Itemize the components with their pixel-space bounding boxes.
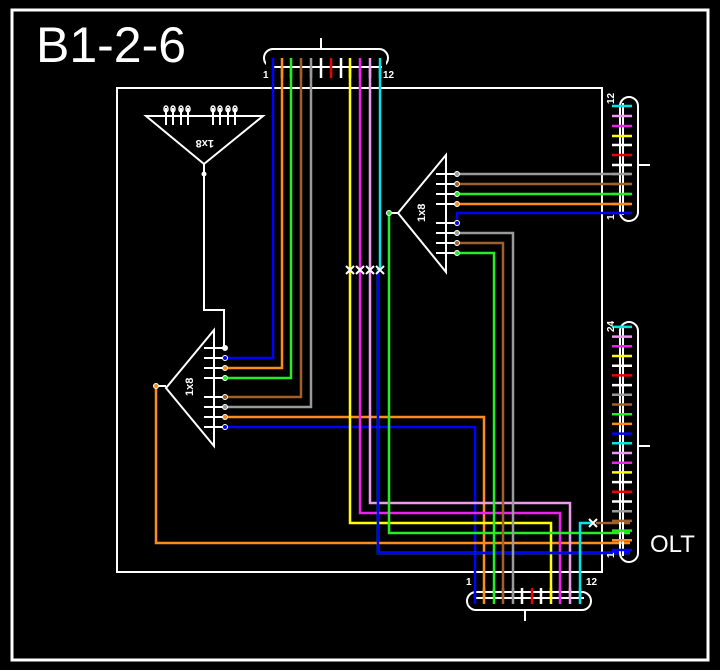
splitter-port (222, 414, 228, 420)
splitter-port (178, 105, 184, 113)
fiber-rs-5 (455, 211, 630, 223)
cut-marks (345, 265, 598, 528)
fiber-ls-8 (226, 425, 477, 598)
cable-label-last: 24 (606, 320, 617, 332)
splitter-port (225, 105, 231, 113)
splitter-port (222, 365, 228, 371)
fiber-top-3 (226, 62, 293, 380)
cable-label-last: 12 (383, 70, 395, 81)
fiber-bot-12 (578, 521, 592, 598)
fiber-top-11 (368, 62, 572, 598)
splitter-port (454, 220, 460, 226)
fiber-top-1 (226, 62, 275, 360)
splitter-label: 1x8 (416, 204, 428, 222)
splitter-body (396, 152, 447, 275)
cable-housing (619, 321, 639, 563)
olt-cable: 1 24 (606, 320, 650, 563)
cable-label-last: 12 (606, 92, 617, 104)
splitter-label: 1x8 (184, 378, 196, 396)
splitter-port (185, 105, 191, 113)
splitter-left: 1x8 (153, 327, 228, 449)
cables: 1 12 1 12 1 12 1 24 (263, 38, 650, 621)
fiber-ls-input (154, 386, 630, 545)
cable-label-first: 1 (606, 214, 617, 220)
cable-label-first: 1 (263, 70, 269, 81)
splitter-port (454, 191, 460, 197)
cut-mark-top-4 (375, 265, 385, 275)
splitter-port (386, 210, 392, 216)
fiber-top-2 (226, 62, 284, 370)
cut-mark-top-1 (345, 265, 355, 275)
fiber-top-9 (348, 62, 553, 598)
outer-frame (10, 8, 710, 662)
diagram-title: B1-2-6 (36, 17, 187, 73)
fiber-ls-7 (226, 415, 486, 598)
splitter-body (143, 115, 266, 166)
splitter-port (454, 240, 460, 246)
splitter-port (217, 105, 223, 113)
splitter-port (210, 105, 216, 113)
fiber-top-10 (358, 62, 562, 598)
splitter-right: 1x8 (386, 152, 460, 275)
splitter-port (170, 105, 176, 113)
fiber-top-5 (226, 62, 313, 409)
splitter-port (454, 250, 460, 256)
splitter-port (454, 171, 460, 177)
fiber-rs-7 (457, 241, 505, 598)
splitter-port (232, 105, 238, 113)
splitter-body (164, 327, 215, 449)
bottom-cable: 1 12 (466, 577, 598, 621)
splitter-port (454, 181, 460, 187)
fiber-routes (154, 62, 630, 598)
cable-housing (466, 591, 592, 611)
splitter-port (222, 355, 228, 361)
splitter-port (222, 404, 228, 410)
fiber-top-12-continued (376, 270, 630, 555)
right-upper-cable: 1 12 (606, 92, 650, 222)
cable-mask (266, 58, 386, 68)
splitter-link (203, 174, 225, 348)
cut-mark-top-3 (365, 265, 375, 275)
fiber-top-4 (226, 62, 303, 399)
splitter-port (222, 424, 228, 430)
cable-label-last: 12 (586, 577, 598, 588)
splitter-port (454, 201, 460, 207)
fiber-rs-input (387, 213, 630, 535)
cable-housing (619, 96, 639, 222)
splitter-port (222, 345, 228, 351)
splitter-port (153, 383, 159, 389)
fiber-rs-8 (457, 251, 496, 598)
splitter-input-port (201, 171, 207, 177)
splitter-port (454, 230, 460, 236)
cable-label-first: 1 (466, 577, 472, 588)
splitters: 1x8 1x8 1x8 (143, 105, 460, 449)
splitter-port (222, 375, 228, 381)
splitter-label: 1x8 (196, 137, 214, 149)
top-cable: 1 12 (263, 38, 395, 81)
splitter-port (222, 394, 228, 400)
cable-label-first: 1 (606, 552, 617, 558)
fiber-rs-6 (457, 231, 515, 598)
cut-mark-olt (588, 518, 598, 528)
splitter-top: 1x8 (143, 105, 266, 348)
olt-label: OLT (650, 531, 695, 558)
splitter-port (163, 105, 169, 113)
cut-mark-top-2 (355, 265, 365, 275)
